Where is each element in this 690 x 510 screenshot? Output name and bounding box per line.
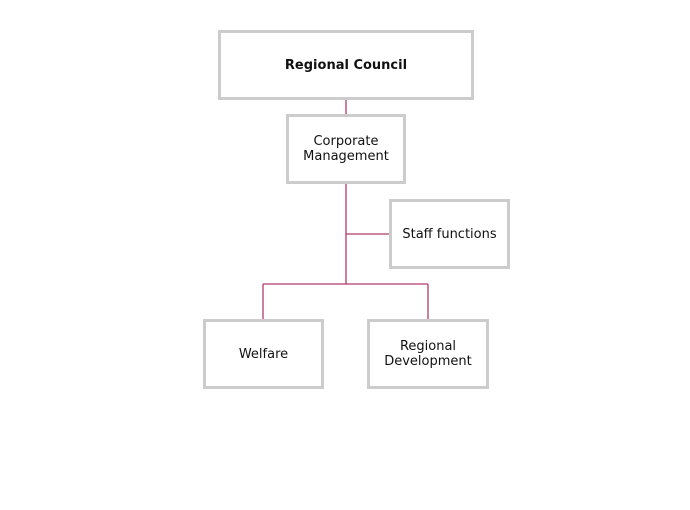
node-staff-functions-label: Staff functions — [402, 226, 497, 242]
node-corporate-management: Corporate Management — [286, 114, 406, 184]
node-staff-functions: Staff functions — [389, 199, 510, 269]
node-corporate-management-label: Corporate Management — [303, 134, 389, 164]
node-welfare: Welfare — [203, 319, 324, 389]
node-regional-development: Regional Development — [367, 319, 489, 389]
node-welfare-label: Welfare — [238, 346, 289, 362]
node-regional-council: Regional Council — [218, 30, 474, 100]
node-regional-development-label: Regional Development — [384, 339, 472, 369]
node-regional-council-label: Regional Council — [284, 57, 408, 73]
